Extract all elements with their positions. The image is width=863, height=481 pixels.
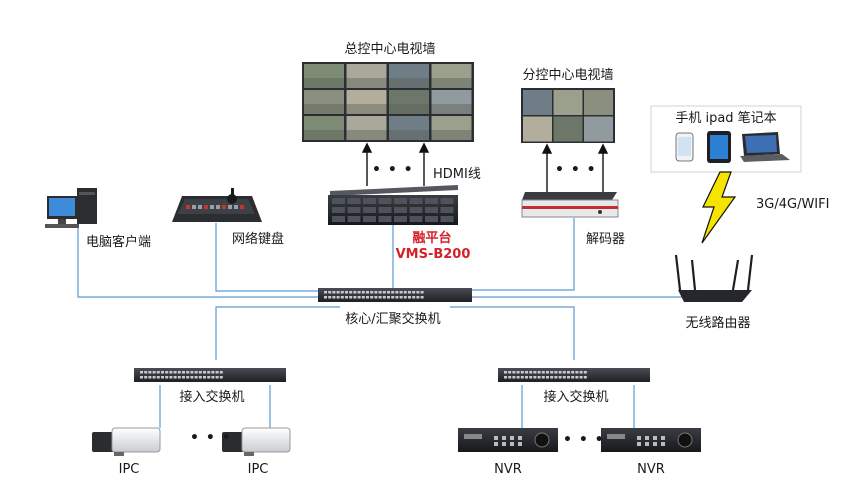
connection-lines [77, 218, 690, 428]
core-switch-label: 核心/汇聚交换机 [345, 312, 441, 327]
network-keyboard-device [172, 188, 262, 222]
ipc-camera-1 [92, 427, 161, 456]
hdmi-label: HDMI线 [433, 167, 481, 182]
decoder-label: 解码器 [586, 232, 626, 247]
hdmi-arrows [361, 142, 609, 192]
phone-icon [675, 132, 694, 162]
ipc-label-2: IPC [247, 462, 269, 477]
ellipsis-main: • • • [372, 162, 414, 178]
sub-video-wall [521, 88, 615, 143]
lightning-bolt-icon [701, 171, 737, 244]
main-video-wall [302, 62, 474, 142]
nvr-device-2 [601, 428, 701, 452]
tablet-icon [707, 131, 731, 163]
decoder-device [521, 192, 619, 218]
wireless-link-label: 3G/4G/WIFI [756, 197, 830, 212]
ellipsis-ipc: • • • [190, 430, 232, 446]
nvr-device-1 [458, 428, 558, 452]
ellipsis-nvr: • • • [563, 432, 605, 448]
mobile-devices-panel [650, 105, 802, 173]
router-label: 无线路由器 [685, 316, 751, 331]
sub-wall-label: 分控中心电视墙 [522, 68, 614, 83]
pc-client-label: 电脑客户端 [86, 235, 152, 250]
access-switch-right-label: 接入交换机 [543, 390, 609, 405]
access-switch-left-label: 接入交换机 [179, 390, 245, 405]
devices-label: 手机 ipad 笔记本 [675, 111, 777, 126]
vms-platform-server [328, 185, 458, 225]
wireless-router-device [674, 254, 754, 302]
platform-name-label: 融平台 [412, 231, 452, 246]
nvr-label-2: NVR [637, 462, 665, 477]
pc-client-computer [45, 188, 97, 228]
access-switch-left-device [134, 368, 286, 382]
net-keyboard-label: 网络键盘 [232, 232, 285, 247]
ipc-label-1: IPC [118, 462, 140, 477]
core-switch-device [318, 288, 472, 302]
laptop-icon [740, 132, 790, 162]
platform-model-label: VMS-B200 [395, 247, 471, 262]
nvr-label-1: NVR [494, 462, 522, 477]
ipc-camera-2 [222, 427, 291, 456]
ellipsis-sub: • • • [555, 162, 597, 178]
access-switch-right-device [498, 368, 650, 382]
main-wall-label: 总控中心电视墙 [344, 42, 436, 57]
